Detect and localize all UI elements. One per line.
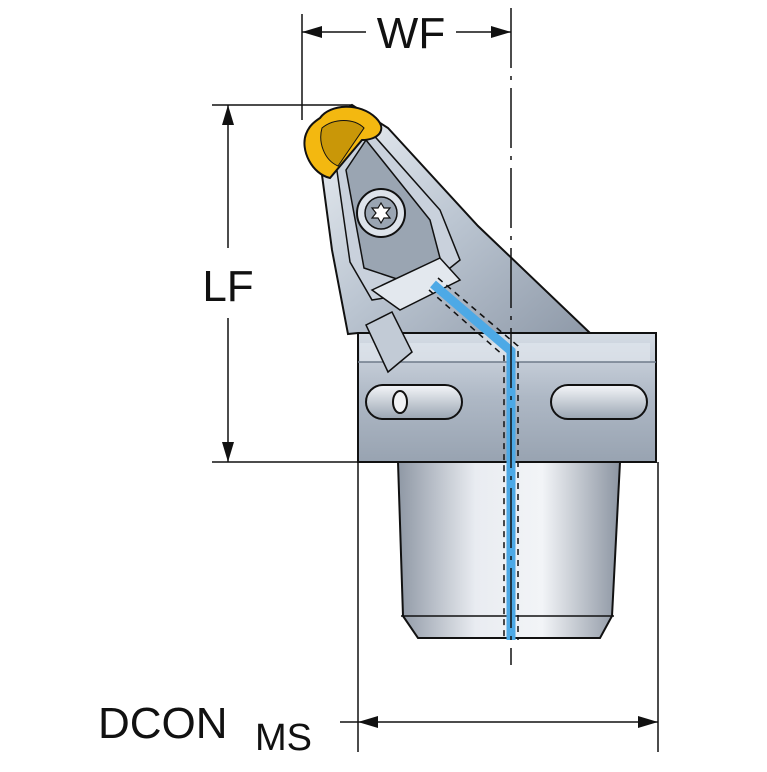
- dcon-subscript: MS: [255, 717, 312, 759]
- torx-screw-icon: [356, 188, 406, 238]
- wf-label: WF: [377, 9, 445, 58]
- wf-dimension: WF: [301, 9, 511, 120]
- side-oval-left: [365, 384, 463, 420]
- side-oval-right: [550, 384, 648, 420]
- lf-dimension: LF: [202, 104, 358, 463]
- lf-label: LF: [202, 262, 253, 311]
- cutting-insert-icon: [303, 105, 383, 180]
- dcon-dimension: DCON MS: [98, 462, 659, 759]
- dcon-label: DCON: [98, 699, 228, 748]
